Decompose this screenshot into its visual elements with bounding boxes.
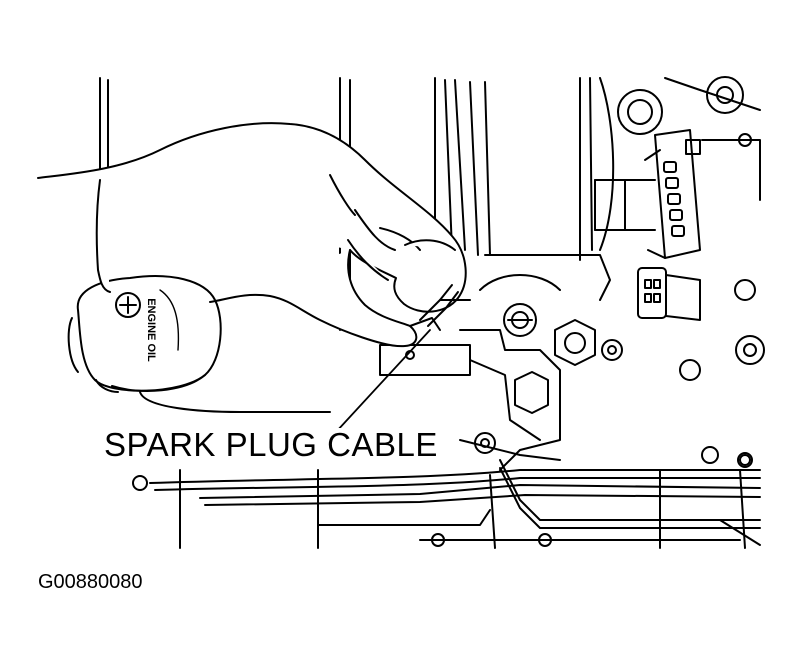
oil-filler-cap-icon: ENGINE OIL	[67, 275, 331, 413]
gloved-hand-icon	[37, 122, 467, 348]
callout-leader-line	[335, 329, 431, 433]
spark-plug-cable	[419, 284, 471, 327]
engine-block-outline	[99, 77, 761, 549]
oil-cap-label: ENGINE OIL	[145, 298, 157, 362]
small-connector	[637, 267, 701, 321]
spark-plug-bracket	[379, 254, 611, 471]
electrical-connector-icon	[594, 129, 761, 259]
figure-id: G00880080	[38, 571, 143, 593]
callout-label: SPARK PLUG CABLE	[100, 428, 442, 461]
engine-bosses	[601, 76, 765, 468]
wiring-harness	[149, 439, 761, 541]
